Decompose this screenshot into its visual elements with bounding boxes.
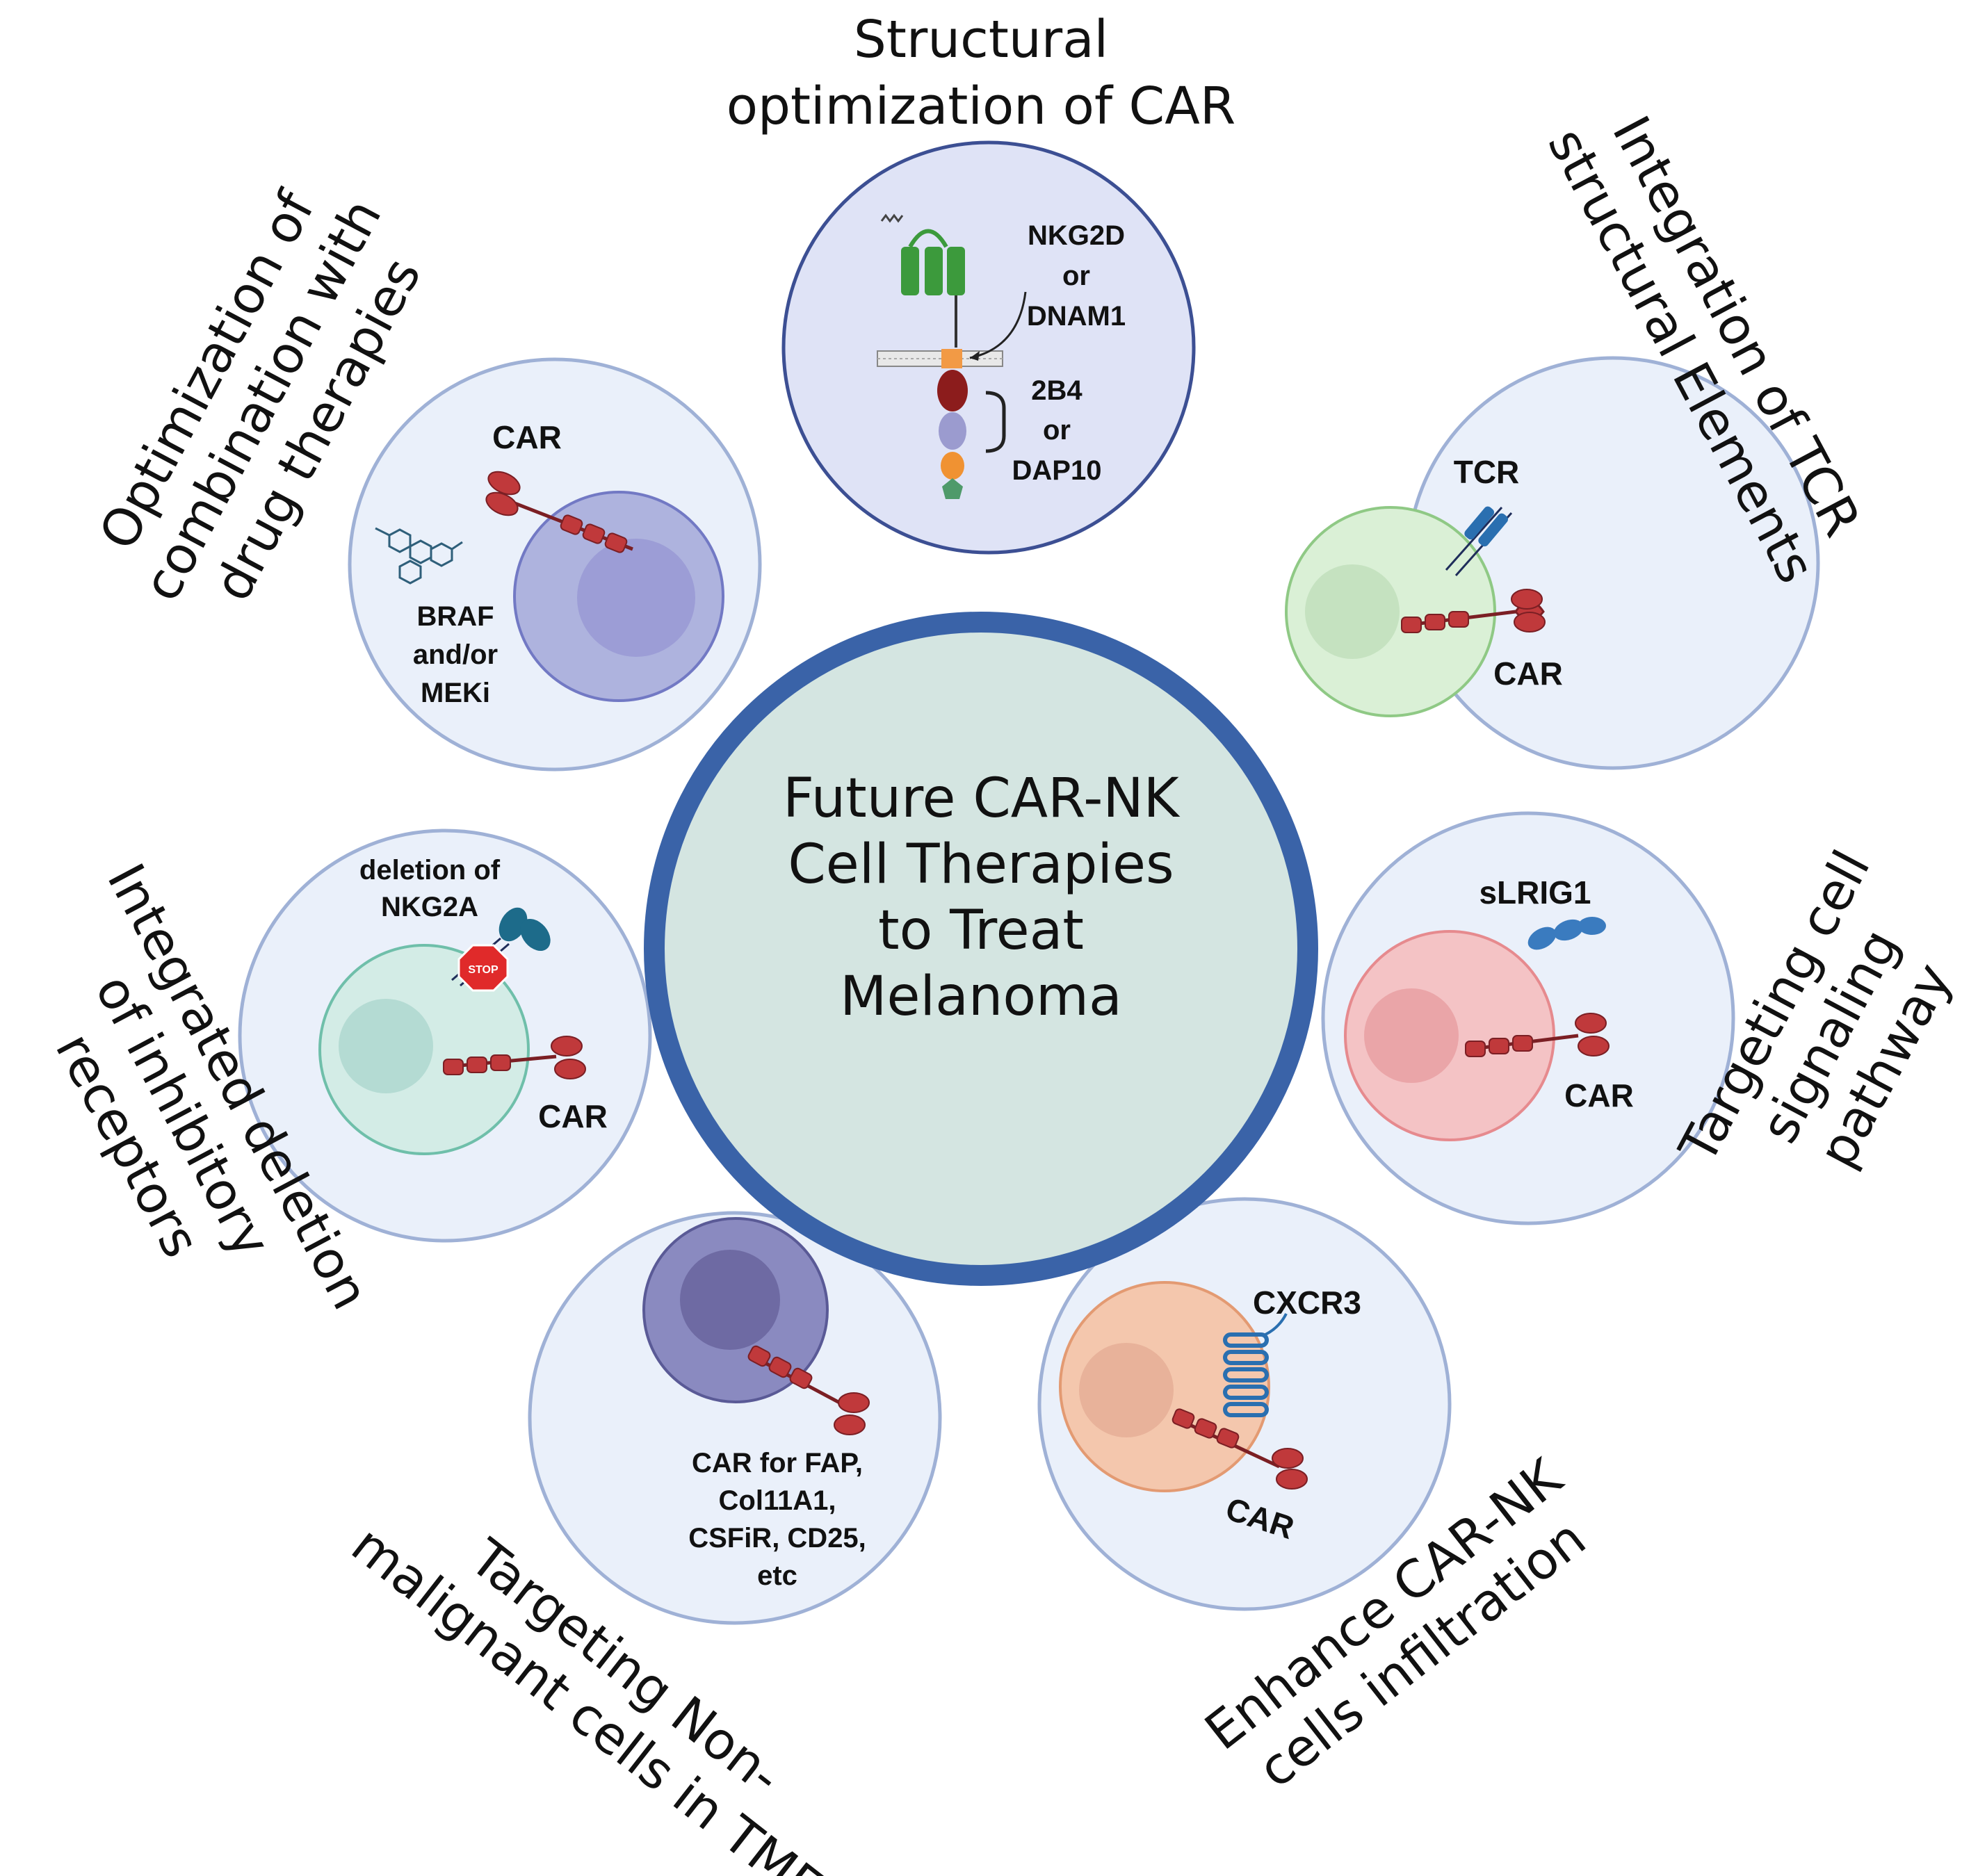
cxcr3-receptor-icon [1223,1313,1288,1417]
center-hub: Future CAR-NK Cell Therapies to Treat Me… [644,612,1318,1286]
inhibitory-car-label: CAR [538,1098,608,1134]
drug-molecule-icon [375,527,463,585]
cxcr3-label: CXCR3 [1253,1284,1361,1321]
center-title-line-1: Future CAR-NK [783,767,1181,830]
deletion-label-1: deletion of [359,855,501,886]
domain-label-3: DAP10 [1012,455,1102,486]
label-structural: Structural optimization of CAR [727,10,1235,136]
nkg2d-receptor-icon [880,213,965,348]
nonmalignant-target-1: CAR for FAP, [692,1448,863,1478]
car-icon-tcr [1401,589,1546,633]
center-title-line-4: Melanoma [840,965,1122,1028]
car-icon-nonmalignant [747,1345,870,1435]
center-title-line-3: to Treat [878,899,1084,962]
nkg2d-label-3: DNAM1 [1027,301,1126,332]
tcr-car-label: CAR [1493,655,1563,692]
membrane-icon [877,291,1027,368]
deletion-label-2: NKG2A [381,892,478,922]
car-icon-signaling [1465,1013,1610,1057]
stop-sign-label: STOP [468,964,498,976]
car-icon-infiltration [1171,1408,1308,1490]
label-structural-line-1: Structural [854,10,1108,70]
nonmalignant-target-4: etc [757,1560,797,1591]
satellite-structural [781,140,1196,555]
center-title-line-2: Cell Therapies [788,833,1174,896]
drug-label-2: and/or [413,639,498,670]
nk-cell-green [1285,506,1496,717]
tcr-icon [1445,506,1513,576]
nonmalignant-target-2: Col11A1, [719,1485,836,1516]
car-icon-inhibitory [443,1036,586,1079]
nk-cell-teal [318,944,530,1155]
label-structural-line-2: optimization of CAR [727,76,1235,136]
drug-label-3: MEKi [421,678,490,708]
nk-cell-red [1344,930,1555,1141]
drug-label-1: BRAF [416,601,494,632]
tcr-label: TCR [1454,454,1520,490]
nkg2d-label-2: or [1062,261,1090,291]
car-icon-drug [485,471,633,553]
signaling-domain-icon [937,370,1006,499]
domain-label-1: 2B4 [1031,375,1083,406]
slrig1-label: sLRIG1 [1479,874,1591,911]
stop-sign-icon: STOP [457,944,509,992]
target-cell-purple [642,1217,829,1403]
satellite-nonmalignant [528,1211,942,1625]
drug-car-label: CAR [492,419,562,455]
nkg2d-label-1: NKG2D [1028,220,1125,251]
domain-label-2: or [1043,415,1071,446]
nonmalignant-target-3: CSFiR, CD25, [688,1523,866,1553]
label-inhibitory: Integrated deletion of inhibitory recept… [44,854,380,1319]
signaling-car-label: CAR [1564,1077,1634,1114]
slrig1-icon [1527,917,1606,950]
nk-cell-purple [513,491,724,702]
